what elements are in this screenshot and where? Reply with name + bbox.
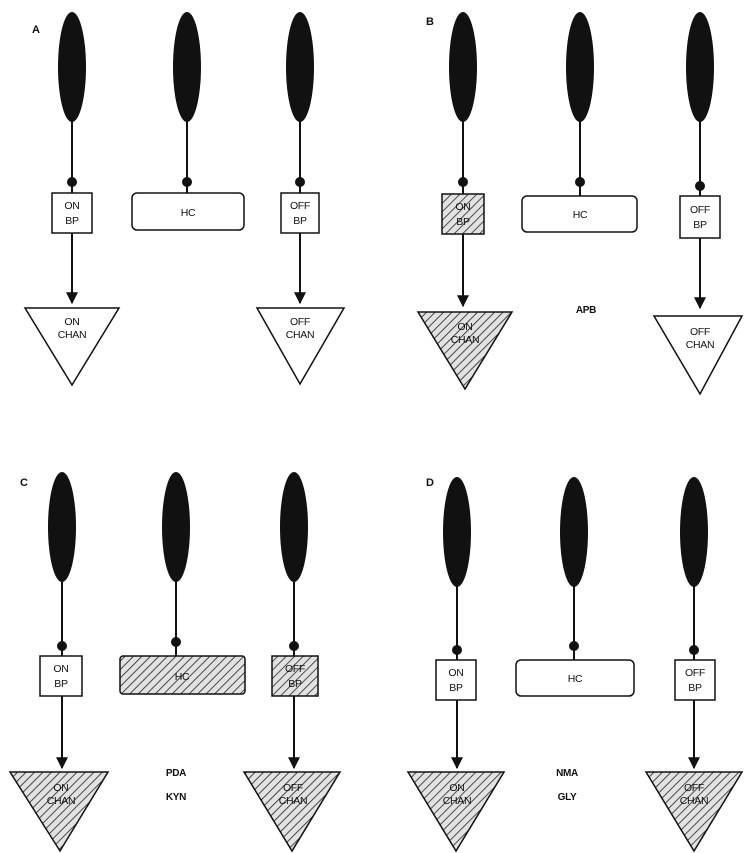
off-chan-line2: CHAN <box>686 339 715 351</box>
drug-label-1: PDA <box>166 768 186 779</box>
off-chan-line2: CHAN <box>286 329 315 341</box>
horizontal-cell-box: HC <box>515 659 635 697</box>
on-bp-line1: ON <box>64 200 79 212</box>
panel-letter: C <box>20 477 28 489</box>
on-bp-line2: BP <box>456 216 470 228</box>
off-photoreceptor <box>686 12 714 196</box>
hc-label: HC <box>568 673 583 685</box>
panel-a: A ON BP HC OFF <box>23 12 346 387</box>
on-bp-line2: BP <box>449 682 463 694</box>
off-bp-line1: OFF <box>285 663 305 675</box>
horizontal-cell-box: HC <box>131 192 245 231</box>
on-channel-triangle: ON CHAN <box>406 771 506 853</box>
off-bipolar-box: OFF BP <box>271 655 319 697</box>
drug-label-2: GLY <box>558 792 577 803</box>
hc-photoreceptor <box>566 12 594 196</box>
on-chan-line1: ON <box>457 321 472 333</box>
hc-label: HC <box>175 671 190 683</box>
panel-letter: B <box>426 16 434 28</box>
on-bp-line1: ON <box>455 201 470 213</box>
off-bp-line1: OFF <box>685 667 705 679</box>
on-photoreceptor <box>443 477 471 660</box>
off-channel-triangle: OFF CHAN <box>242 771 342 853</box>
on-photoreceptor <box>449 12 477 194</box>
panel-b: B ON BP HC OFF <box>416 12 744 396</box>
off-channel-triangle: OFF CHAN <box>255 307 346 386</box>
off-bp-line1: OFF <box>290 200 310 212</box>
off-photoreceptor <box>280 472 308 656</box>
panel-letter: A <box>32 24 40 36</box>
off-photoreceptor <box>286 12 314 193</box>
off-bp-line2: BP <box>688 682 702 694</box>
horizontal-cell-box: HC <box>521 195 638 233</box>
on-bipolar-box: ON BP <box>441 193 485 235</box>
horizontal-cell-box: HC <box>119 655 246 695</box>
off-chan-line2: CHAN <box>279 795 308 807</box>
off-channel-triangle: OFF CHAN <box>644 771 744 853</box>
drug-label-1: APB <box>576 305 596 316</box>
drug-label-1: NMA <box>556 768 578 779</box>
off-bipolar-box: OFF BP <box>674 659 716 701</box>
off-channel-triangle: OFF CHAN <box>652 315 744 396</box>
on-chan-line2: CHAN <box>443 795 472 807</box>
off-bp-line1: OFF <box>690 204 710 216</box>
on-bp-line1: ON <box>53 663 68 675</box>
on-channel-triangle: ON CHAN <box>8 771 110 853</box>
on-chan-line1: ON <box>449 782 464 794</box>
on-channel-triangle: ON CHAN <box>23 307 121 387</box>
on-bipolar-box: ON BP <box>39 655 83 697</box>
off-chan-line1: OFF <box>684 782 704 794</box>
hc-photoreceptor <box>162 472 190 656</box>
on-bp-line2: BP <box>65 215 79 227</box>
off-bp-line2: BP <box>293 215 307 227</box>
on-photoreceptor <box>48 472 76 656</box>
hc-label: HC <box>573 209 588 221</box>
off-chan-line1: OFF <box>290 316 310 328</box>
on-photoreceptor <box>58 12 86 193</box>
hc-photoreceptor <box>560 477 588 660</box>
off-photoreceptor <box>680 477 708 660</box>
on-chan-line2: CHAN <box>451 334 480 346</box>
panel-c: C ON BP HC OFF <box>8 472 342 853</box>
on-bp-line1: ON <box>448 667 463 679</box>
panel-d: D ON BP HC OFF <box>406 477 744 853</box>
off-bipolar-box: OFF BP <box>280 192 320 234</box>
hc-label: HC <box>181 207 196 219</box>
on-chan-line1: ON <box>64 316 79 328</box>
on-bipolar-box: ON BP <box>51 192 93 234</box>
off-bp-line2: BP <box>288 678 302 690</box>
on-chan-line2: CHAN <box>47 795 76 807</box>
panel-letter: D <box>426 477 434 489</box>
hc-photoreceptor <box>173 12 201 193</box>
on-channel-triangle: ON CHAN <box>416 311 514 391</box>
off-chan-line1: OFF <box>283 782 303 794</box>
on-bipolar-box: ON BP <box>435 659 477 701</box>
on-chan-line2: CHAN <box>58 329 87 341</box>
off-bp-line2: BP <box>693 219 707 231</box>
off-chan-line1: OFF <box>690 326 710 338</box>
off-chan-line2: CHAN <box>680 795 709 807</box>
drug-label-2: KYN <box>166 792 186 803</box>
off-bipolar-box: OFF BP <box>679 195 721 239</box>
on-chan-line1: ON <box>53 782 68 794</box>
on-bp-line2: BP <box>54 678 68 690</box>
